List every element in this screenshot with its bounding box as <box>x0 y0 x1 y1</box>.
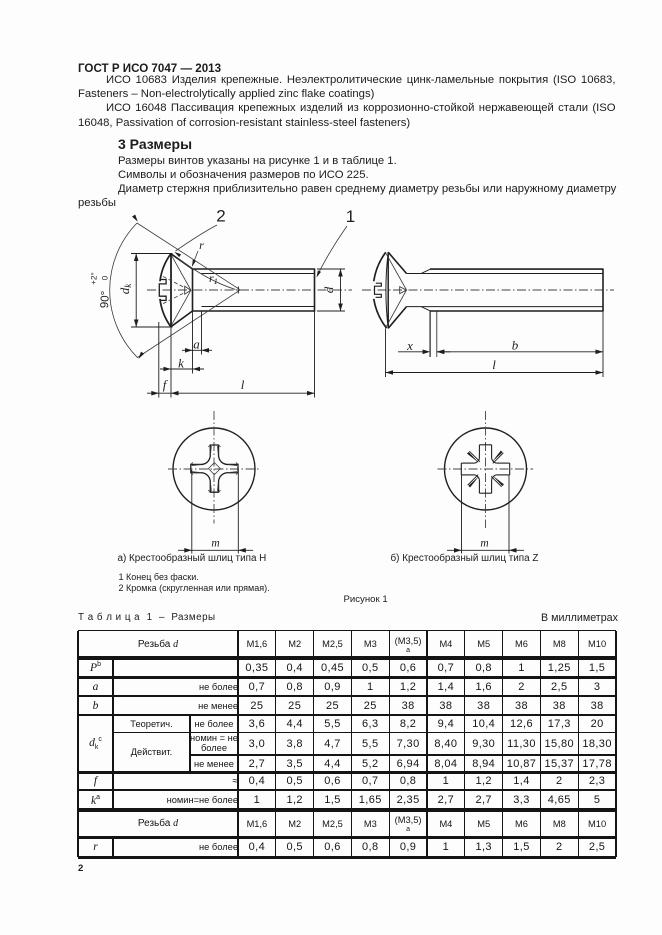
svg-text:+2°: +2° <box>89 272 99 285</box>
svg-text:f: f <box>163 377 169 392</box>
svg-text:r1: r1 <box>209 271 218 286</box>
svg-text:l: l <box>241 377 245 392</box>
svg-text:m: m <box>211 538 219 550</box>
svg-text:1: 1 <box>346 207 355 226</box>
svg-text:k: k <box>178 356 184 371</box>
svg-text:90°: 90° <box>99 291 112 309</box>
svg-text:m: m <box>480 538 488 550</box>
svg-text:x: x <box>406 338 413 353</box>
svg-text:dk: dk <box>117 283 133 295</box>
svg-text:2: 2 <box>216 207 225 226</box>
svg-text:l: l <box>492 357 496 372</box>
svg-text:0: 0 <box>100 275 109 280</box>
svg-text:r: r <box>199 238 204 252</box>
svg-text:a: a <box>193 336 200 351</box>
svg-text:d: d <box>321 286 336 293</box>
svg-text:b: b <box>512 338 519 353</box>
